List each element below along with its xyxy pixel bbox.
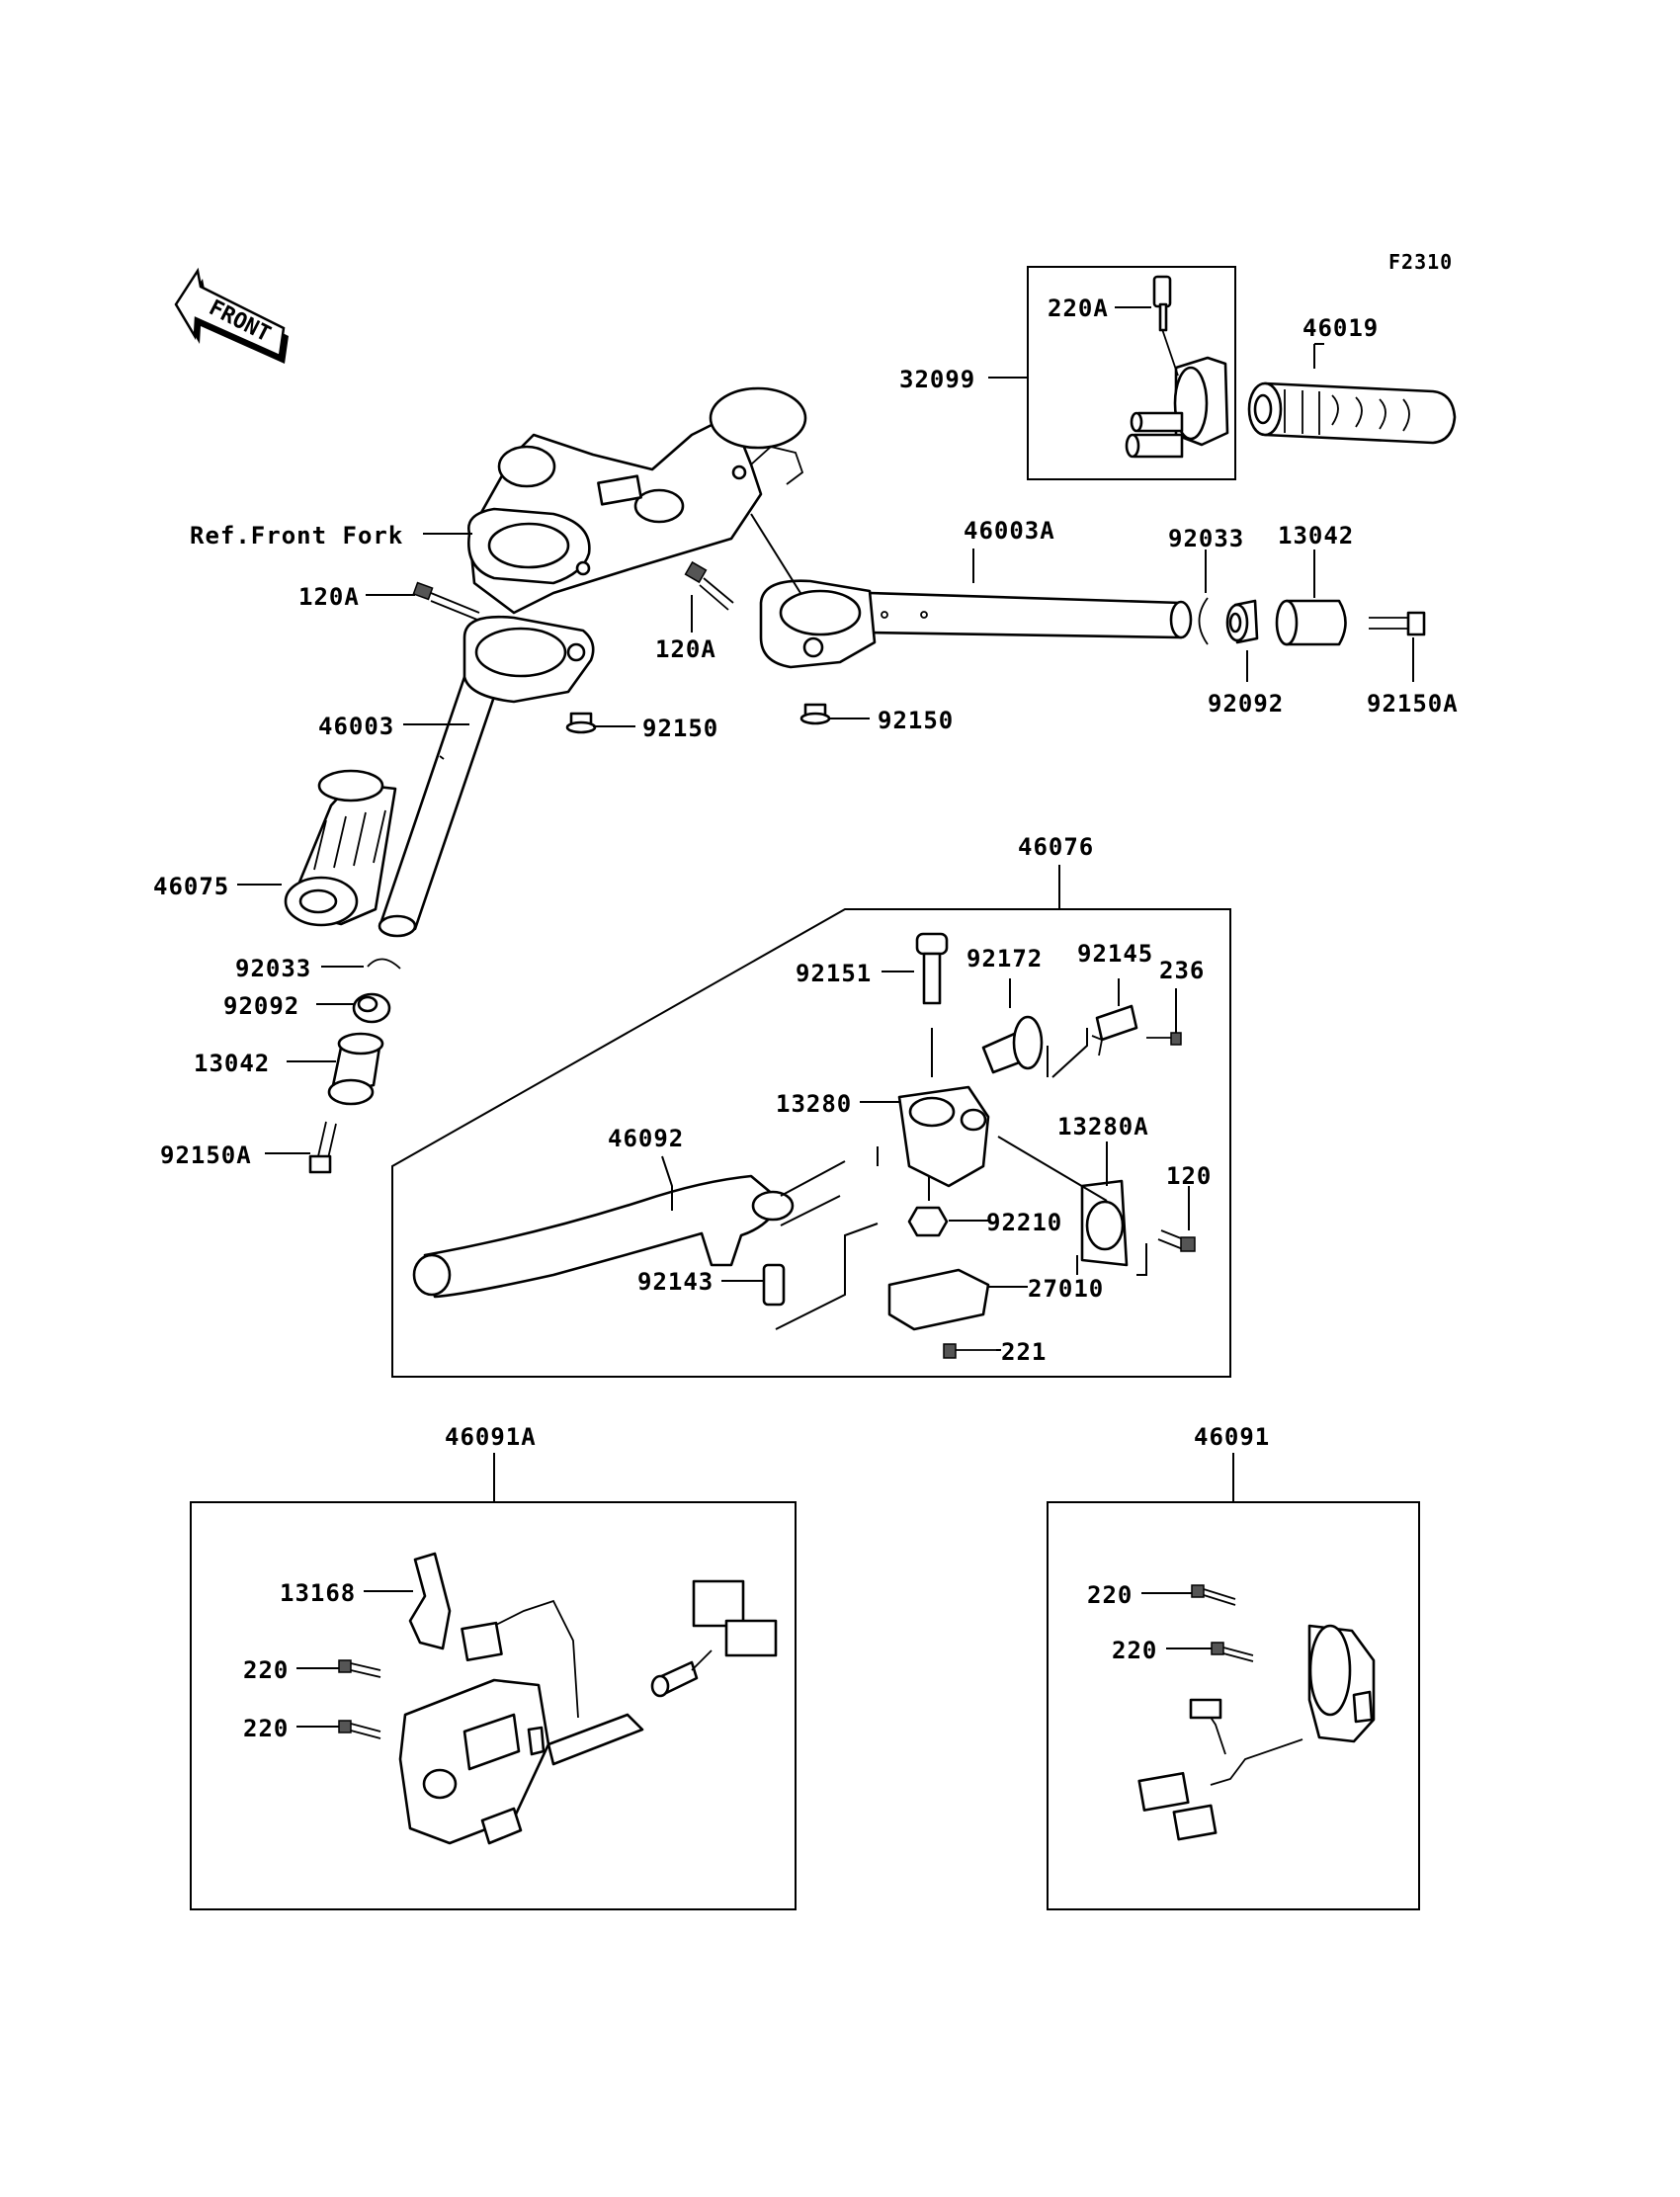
front-arrow-icon: FRONT [174,267,289,364]
label-220-d: 220 [1112,1637,1157,1664]
label-13042-left: 13042 [194,1050,270,1077]
left-handlebar-illustration [378,615,595,938]
collar-92143-illustration [762,1263,786,1307]
label-13280A: 13280A [1057,1113,1149,1141]
cover-13168-illustration [408,1552,452,1650]
label-92150-left: 92150 [642,715,718,742]
label-220-b: 220 [243,1715,289,1742]
label-92210: 92210 [986,1209,1062,1236]
label-46092: 46092 [608,1125,684,1152]
figure-code: F2310 [1388,250,1453,274]
label-92033-left: 92033 [235,955,311,982]
screws-220-left-illustration [338,1659,381,1739]
label-92151: 92151 [796,960,872,987]
label-ref-front-fork: Ref.Front Fork [190,522,403,549]
label-46003: 46003 [318,713,394,740]
label-46019: 46019 [1302,314,1379,342]
nut-92210-illustration [907,1206,949,1237]
adjuster-92172-illustration [981,1015,1044,1074]
leader-lines [237,306,1414,1728]
label-13280: 13280 [776,1090,852,1118]
bolt-92150-left-illustration [565,712,597,734]
label-92092-right: 92092 [1208,690,1284,718]
triple-clamp-illustration [466,386,807,615]
lever-46092-illustration [412,1174,795,1299]
grip-left-illustration [284,769,397,927]
bolt-92150A-left-illustration [308,1121,337,1174]
label-220-a: 220 [243,1656,289,1684]
label-92143: 92143 [637,1268,714,1296]
screw-221-illustration [943,1343,996,1359]
label-32099: 32099 [899,366,975,393]
label-92033-right: 92033 [1168,525,1244,552]
label-220-c: 220 [1087,1581,1133,1609]
pivot-bolt-92151-illustration [915,932,949,1005]
label-46091: 46091 [1194,1423,1270,1451]
switch-27010-illustration [887,1268,990,1331]
circlip-left-illustration [367,958,401,970]
bolt-92150-mid-illustration [799,703,831,725]
label-92150A-right: 92150A [1367,690,1459,718]
right-handlebar-illustration [759,579,1193,669]
bolt-120A-mid-illustration [684,560,734,611]
label-46003A: 46003A [964,517,1055,545]
weight-13042-right-illustration [1275,599,1347,646]
bushing-92092-right-illustration [1225,599,1259,644]
left-switch-housing-illustration [398,1579,778,1845]
label-13042-right: 13042 [1278,522,1354,549]
bolt-120-illustration [1157,1229,1196,1252]
circlip-right-illustration [1198,597,1209,645]
label-92172: 92172 [966,945,1043,972]
clamp-13280A-illustration [1080,1179,1129,1267]
label-92150A-left: 92150A [160,1141,252,1169]
bolt-120A-left-illustration [412,581,480,621]
grip-right-illustration [1247,381,1457,445]
bolt-92150A-right-illustration [1369,611,1426,636]
bushing-92092-left-illustration [352,992,391,1024]
screws-220-right-illustration [1191,1584,1254,1662]
label-221: 221 [1001,1338,1047,1366]
label-46075: 46075 [153,873,229,900]
label-120A-mid: 120A [655,635,716,663]
lever-assembly-box [391,908,1231,1378]
label-220A-top: 220A [1048,295,1109,322]
label-92092-left: 92092 [223,992,299,1020]
label-120A-left: 120A [298,583,360,611]
right-switch-housing-illustration [1137,1624,1376,1841]
throttle-housing-illustration [1125,275,1229,459]
weight-13042-left-illustration [327,1032,384,1106]
label-92150-mid: 92150 [878,707,954,734]
label-120: 120 [1166,1162,1212,1190]
label-92145: 92145 [1077,940,1153,968]
throttle-box [1027,266,1236,480]
label-13168: 13168 [280,1579,356,1607]
label-46076: 46076 [1018,833,1094,861]
holder-13280-illustration [897,1085,990,1188]
bracket-92145-illustration [1091,1004,1138,1056]
label-46091A: 46091A [445,1423,537,1451]
label-236: 236 [1159,957,1205,984]
screw-236-illustration [1146,1032,1182,1046]
label-27010: 27010 [1028,1275,1104,1303]
